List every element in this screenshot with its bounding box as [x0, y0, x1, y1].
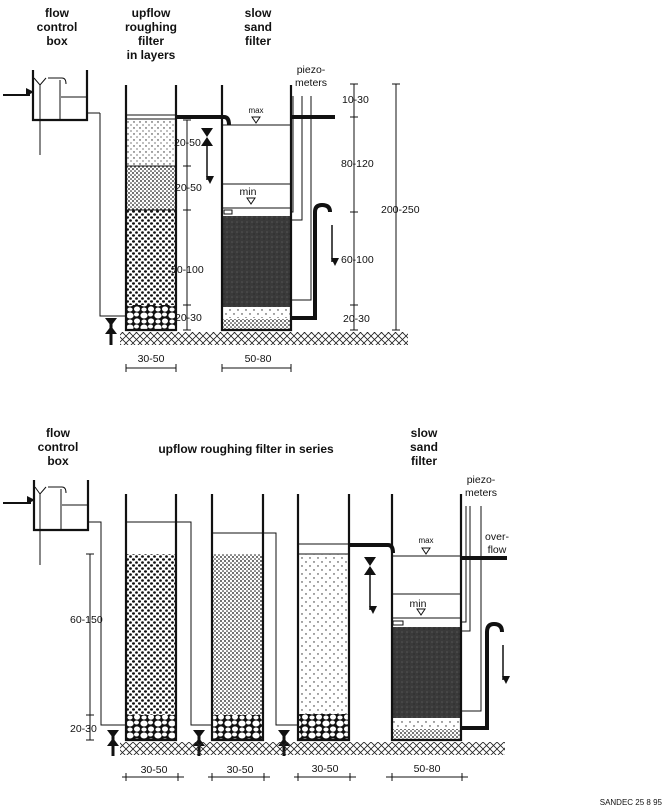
drain-valve-icon: [201, 128, 213, 146]
heading-flow-control-box: box: [46, 34, 68, 48]
dim-layer-2: 20-50: [175, 182, 202, 194]
ground-hatch: [120, 332, 408, 345]
dim-gravel-height: 20-30: [70, 723, 97, 735]
label-water-max: max: [248, 106, 263, 115]
dim-layer-3: 50-100: [171, 264, 204, 276]
roughing-filter-2: [210, 494, 298, 742]
label-overflow: flow: [488, 544, 507, 556]
heading-roughing-filter: roughing: [125, 20, 177, 34]
dim-roughing-width: 30-50: [138, 353, 165, 365]
water-level-icon: [421, 547, 431, 555]
bottom-diagram: flow control box upflow roughing filter …: [3, 426, 663, 807]
dim-water-range: 80-120: [341, 158, 374, 170]
label-water-min: min: [240, 186, 257, 198]
drain-valve-icon: [364, 557, 376, 575]
dim-total-height: 200-250: [381, 204, 420, 216]
dim-supernatant: 10-30: [342, 94, 369, 106]
heading-slow-sand-filter: sand: [244, 20, 272, 34]
dim-gravel: 20-30: [343, 313, 370, 325]
heading-roughing-filter: upflow: [132, 6, 171, 20]
dim-width-filter-1: 30-50: [141, 764, 168, 776]
water-level-icon: [246, 197, 256, 205]
dim-width-ssf: 50-80: [414, 763, 441, 775]
slow-sand-filter-bottom: max min: [390, 494, 510, 742]
top-diagram: flow control box upflow roughing filter …: [3, 6, 420, 372]
dim-media-height: 60-150: [70, 614, 103, 626]
heading-slow-sand-filter: slow: [411, 426, 438, 440]
roughing-filter-3: [296, 494, 395, 742]
top-width-dims: 30-50 50-80: [125, 353, 292, 372]
label-piezometers: piezo-: [297, 64, 326, 76]
label-piezometers: meters: [465, 487, 497, 499]
dim-width-filter-2: 30-50: [227, 764, 254, 776]
heading-flow-control-box: flow: [45, 6, 70, 20]
heading-slow-sand-filter: sand: [410, 440, 438, 454]
top-headings: flow control box upflow roughing filter …: [37, 6, 327, 89]
dim-width-filter-3: 30-50: [312, 763, 339, 775]
heading-slow-sand-filter: filter: [411, 454, 437, 468]
ground-hatch: [120, 742, 505, 755]
dim-sand: 60-100: [341, 254, 374, 266]
label-piezometers: piezo-: [467, 474, 496, 486]
bottom-width-dims: 30-50 30-50 30-50 50-80: [122, 763, 468, 781]
heading-roughing-filter: in layers: [127, 48, 176, 62]
heading-flow-control-box: box: [47, 454, 69, 468]
heading-flow-control-box: control: [38, 440, 79, 454]
heading-flow-control-box: control: [37, 20, 78, 34]
roughing-filter-layers: 20-50 20-50 50-100 20-30: [124, 85, 231, 332]
dim-ssf-width: 50-80: [245, 353, 272, 365]
heading-roughing-series: upflow roughing filter in series: [158, 442, 334, 456]
slow-sand-filter-top: max min 10-30 80-120 60-100 20-30 200-25…: [220, 83, 420, 332]
heading-slow-sand-filter: slow: [245, 6, 272, 20]
label-overflow: over-: [485, 531, 509, 543]
label-water-min: min: [410, 598, 427, 610]
heading-slow-sand-filter: filter: [245, 34, 271, 48]
credit-label: SANDEC 25 8 95: [600, 798, 663, 807]
heading-roughing-filter: filter: [138, 34, 164, 48]
roughing-filter-1: [124, 494, 212, 742]
water-level-icon: [416, 608, 426, 616]
label-water-max: max: [418, 536, 433, 545]
dim-layer-4: 20-30: [175, 312, 202, 324]
bottom-height-dims: 60-150 20-30: [70, 553, 103, 741]
dim-layer-1: 20-50: [174, 137, 201, 149]
flow-control-box: [3, 70, 128, 345]
heading-flow-control-box: flow: [46, 426, 71, 440]
flow-control-box-bottom: [3, 480, 126, 726]
water-level-icon: [251, 116, 261, 124]
label-piezometers: meters: [295, 77, 327, 89]
